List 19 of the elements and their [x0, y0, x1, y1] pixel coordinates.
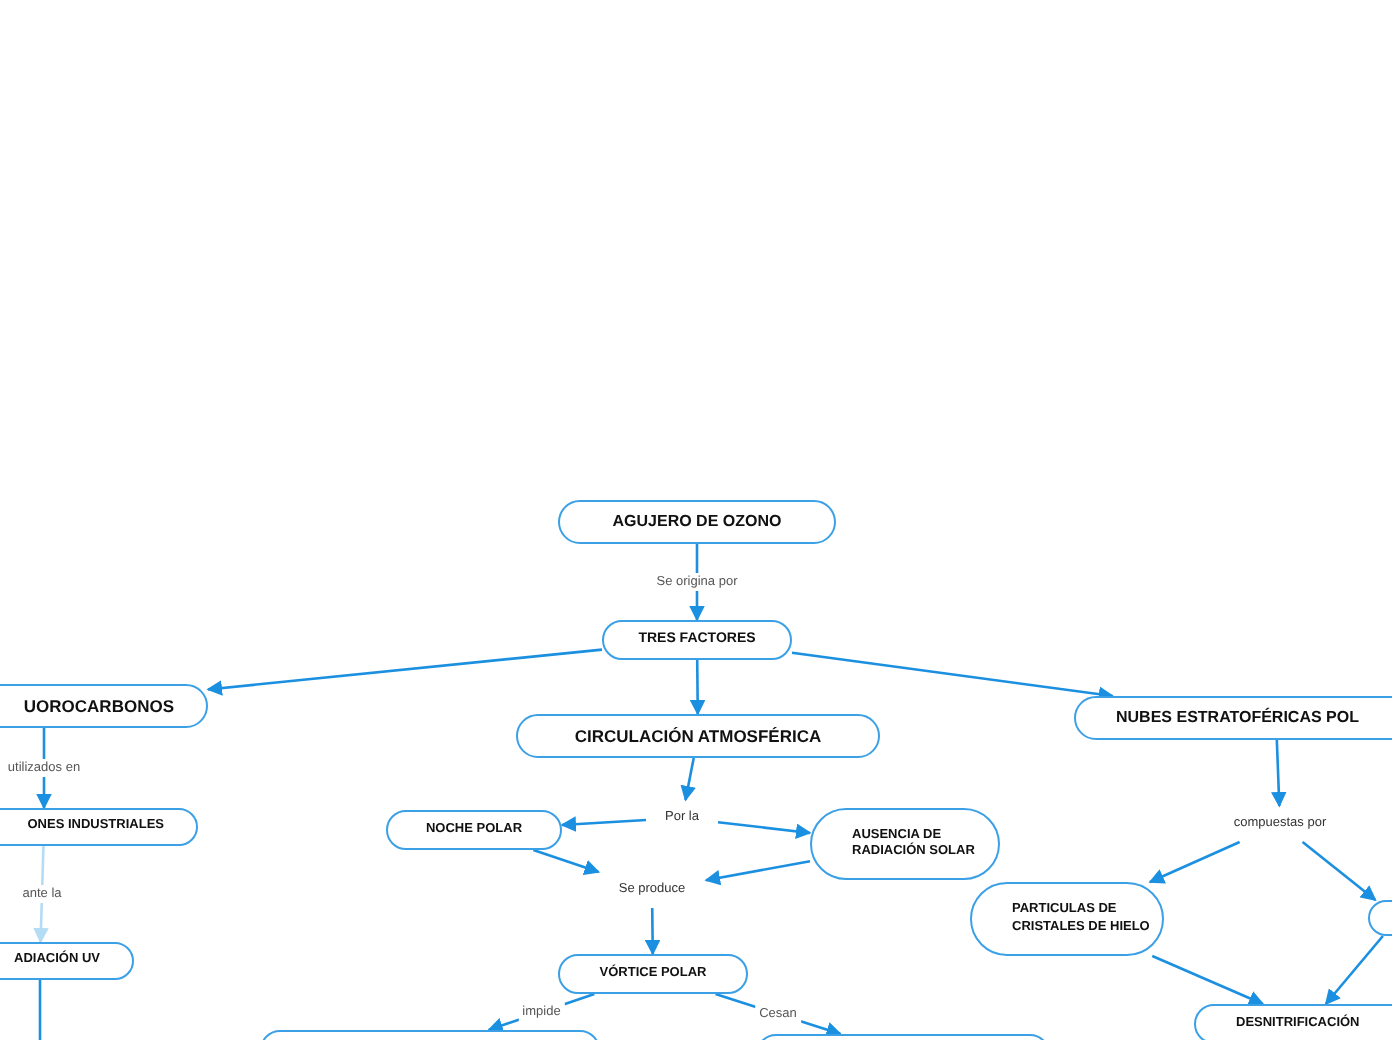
concept-box: CIRCULACIÓN ATMOSFÉRICA	[516, 714, 880, 758]
arrow	[1148, 840, 1241, 884]
arrow	[560, 816, 647, 832]
arrow	[206, 648, 603, 696]
arrow	[644, 908, 661, 956]
arrow	[1151, 954, 1265, 1006]
concept-box: UOROCARBONOS	[0, 684, 208, 728]
arrow	[1324, 935, 1384, 1006]
concept-box: NUBES ESTRATOFÉRICAS POL	[1074, 696, 1392, 740]
arrow	[704, 860, 811, 886]
arrow	[680, 757, 696, 802]
arrow	[689, 660, 706, 716]
arrow	[717, 820, 812, 840]
concept-box: AGUJERO DE OZONO	[558, 500, 836, 544]
arrow	[33, 845, 49, 944]
arrow	[791, 651, 1115, 702]
arrow	[1301, 841, 1377, 901]
arrow	[532, 848, 601, 875]
arrow	[1271, 739, 1287, 808]
